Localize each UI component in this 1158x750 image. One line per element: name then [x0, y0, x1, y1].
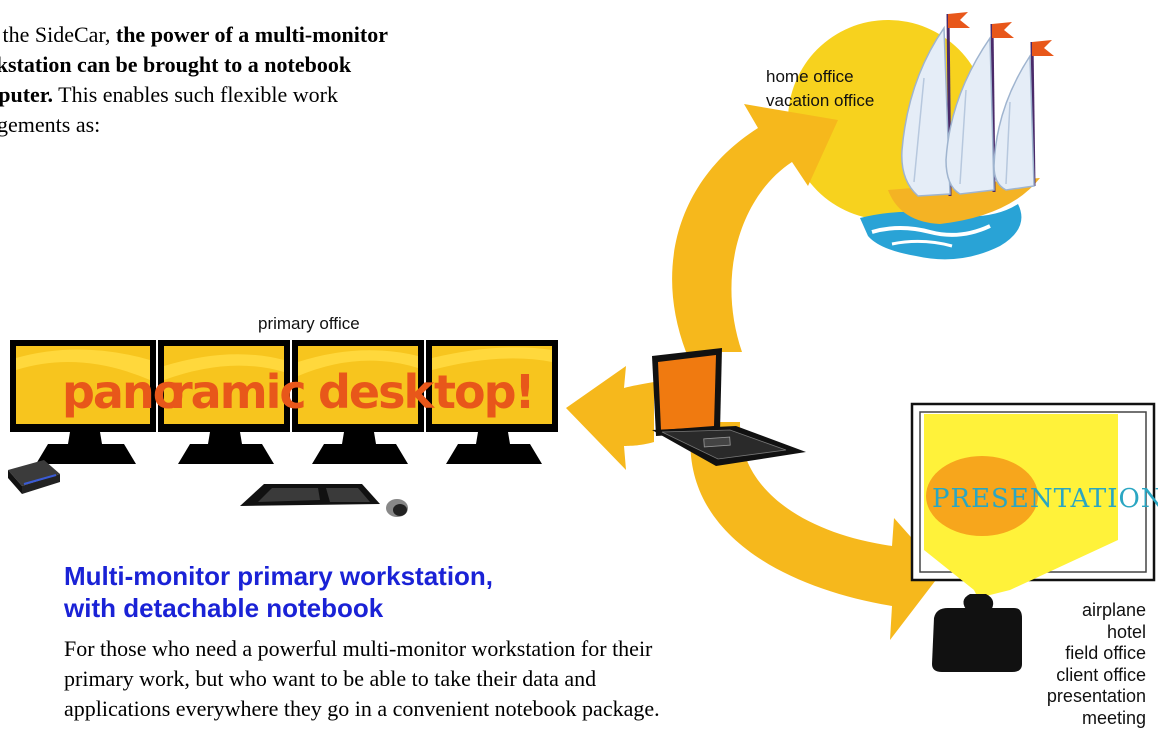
sailboat-icon	[788, 12, 1054, 260]
presentation-screen: PRESENTATIONS	[910, 402, 1158, 598]
heading-line-2: with detachable notebook	[64, 593, 384, 623]
intro-text-1: h the SideCar,	[0, 22, 111, 47]
monitor-1	[10, 340, 156, 464]
label-primary-office: primary office	[258, 314, 360, 333]
monitor-3	[292, 340, 424, 464]
travel-locations-list: airplane hotel field office client offic…	[1047, 600, 1146, 729]
intro-text-3: ngements as:	[0, 112, 101, 137]
projector-icon	[932, 594, 1022, 672]
label-home-office: home office	[766, 67, 854, 86]
description-line-3: applications everywhere they go in a con…	[64, 696, 660, 721]
dock-icon	[8, 460, 60, 494]
travel-location: meeting	[1081, 707, 1146, 728]
intro-text-2: This enables such flexible work	[53, 82, 338, 107]
section-heading: Multi-monitor primary workstation, with …	[64, 560, 493, 624]
monitor-4-text: top!	[434, 365, 534, 419]
laptop-icon	[652, 348, 806, 466]
monitor-4	[426, 340, 558, 464]
section-description: For those who need a powerful multi-moni…	[64, 634, 864, 724]
travel-location: client office	[1056, 664, 1146, 685]
description-line-1: For those who need a powerful multi-moni…	[64, 636, 653, 661]
intro-bold-3: nputer.	[0, 82, 54, 107]
travel-location: hotel	[1106, 621, 1146, 642]
mouse-icon	[386, 499, 408, 517]
intro-bold-2: rkstation can be brought to a notebook	[0, 52, 352, 77]
presentation-text: PRESENTATIONS	[932, 484, 1158, 514]
monitor-1-text: pano	[62, 365, 183, 419]
home-office-labels: home office vacation office	[766, 65, 874, 113]
label-vacation-office: vacation office	[766, 91, 875, 110]
heading-line-1: Multi-monitor primary workstation,	[64, 561, 494, 591]
intro-paragraph: h the SideCar, the power of a multi-moni…	[0, 20, 546, 140]
travel-location: airplane	[1081, 600, 1146, 620]
intro-bold-1: the power of a multi-monitor	[115, 22, 388, 47]
keyboard-icon	[240, 484, 380, 506]
description-line-2: primary work, but who want to be able to…	[64, 666, 597, 691]
travel-location: presentation	[1046, 686, 1146, 706]
monitor-2	[158, 340, 290, 464]
monitor-3-text: desk	[318, 365, 436, 419]
monitor-array: pano ramic desk top!	[10, 340, 558, 464]
monitor-2-text: ramic	[170, 365, 305, 419]
travel-location: field office	[1065, 643, 1146, 663]
arrows	[566, 104, 942, 640]
